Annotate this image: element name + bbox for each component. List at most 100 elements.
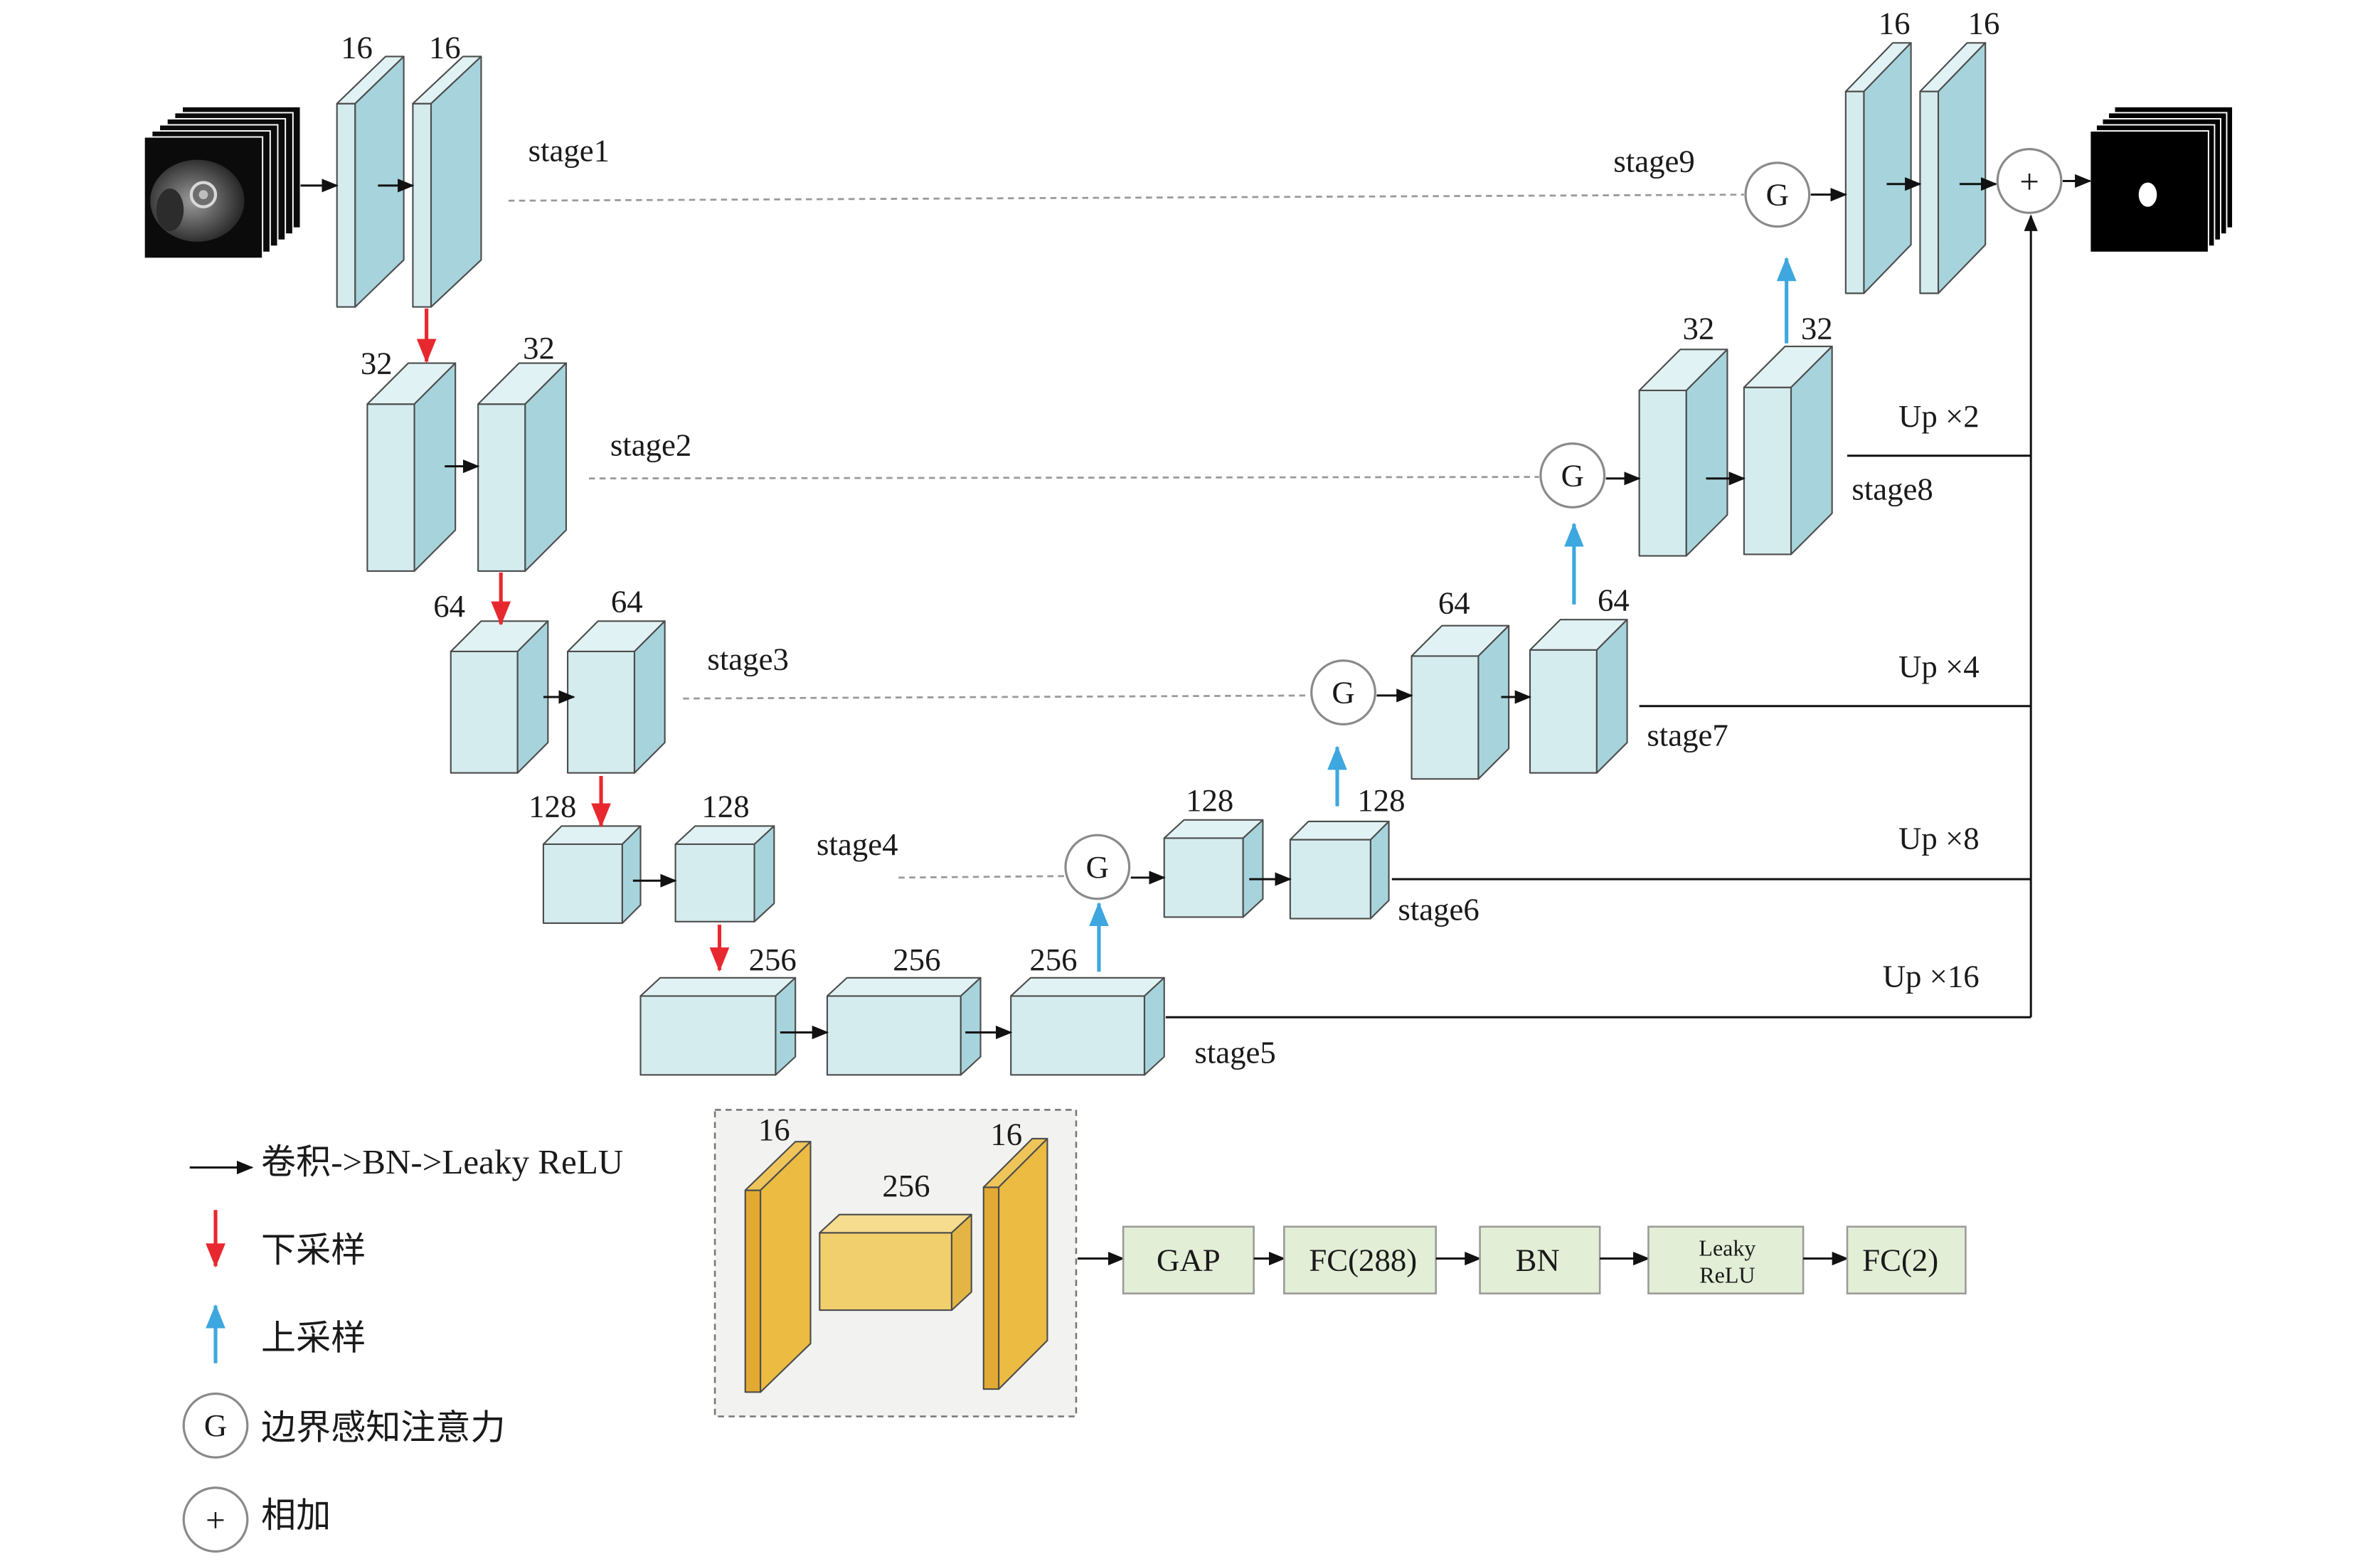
front-face bbox=[1844, 90, 1865, 294]
side-face bbox=[1937, 42, 1987, 294]
stage8-label: stage8 bbox=[1852, 472, 1933, 507]
side-face bbox=[1369, 820, 1390, 920]
side-face bbox=[753, 825, 775, 922]
front-face bbox=[1010, 995, 1146, 1076]
top-face bbox=[639, 977, 797, 997]
stage3-label: stage3 bbox=[707, 642, 788, 677]
stage9-channel-label: 16 bbox=[1968, 5, 2000, 41]
front-face bbox=[336, 102, 356, 308]
stage5-channel-label: 256 bbox=[893, 942, 940, 977]
legend-item-attention: G 边界感知注意力 bbox=[182, 1392, 506, 1459]
legend-upsample-label: 上采样 bbox=[261, 1319, 366, 1358]
side-face bbox=[633, 620, 666, 774]
side-face bbox=[950, 1213, 972, 1312]
legend-item-downsample: 下采样 bbox=[206, 1210, 366, 1270]
stage9-channel-label: 16 bbox=[1879, 5, 1911, 41]
stage7-conv-block-2 bbox=[1529, 619, 1628, 774]
side-face bbox=[354, 55, 405, 308]
classifier-channel-label: 16 bbox=[990, 1117, 1022, 1152]
feature-blocks bbox=[336, 42, 1987, 1393]
fc288-layer-label: FC(288) bbox=[1309, 1243, 1417, 1278]
upsample-arrows bbox=[1089, 257, 1797, 972]
stage2-conv-block-2 bbox=[477, 362, 568, 572]
stage8-channel-label: 32 bbox=[1801, 310, 1833, 346]
stage6-channel-label: 128 bbox=[1186, 782, 1233, 818]
stage3-conv-block-1 bbox=[450, 620, 549, 774]
stage5-conv-block-1 bbox=[639, 977, 797, 1076]
front-face bbox=[982, 1186, 1000, 1390]
stage5-conv-block-3 bbox=[1010, 977, 1165, 1076]
front-face bbox=[1743, 386, 1792, 555]
front-face bbox=[826, 995, 962, 1076]
front-face bbox=[819, 1232, 953, 1312]
add-circle-icon: + bbox=[182, 1486, 249, 1553]
fc2-layer-box: FC(2) bbox=[1846, 1225, 1967, 1294]
attention-gate-symbol: G bbox=[1561, 457, 1584, 493]
front-face bbox=[1638, 389, 1687, 557]
gap-layer-label: GAP bbox=[1157, 1243, 1221, 1278]
upsample-x8-label: Up ×8 bbox=[1898, 820, 1980, 856]
bn-layer-box: BN bbox=[1479, 1225, 1601, 1294]
front-face bbox=[1289, 839, 1372, 920]
side-face bbox=[1863, 42, 1912, 294]
front-face bbox=[674, 843, 755, 922]
attention-gate-symbol: G bbox=[1332, 675, 1354, 711]
stage3-channel-label: 64 bbox=[611, 584, 643, 619]
side-face bbox=[413, 362, 457, 572]
classifier-feature-block bbox=[819, 1213, 972, 1312]
add-symbol: + bbox=[2019, 162, 2039, 201]
front-face bbox=[1919, 90, 1940, 294]
side-face bbox=[1595, 619, 1628, 774]
legend-downsample-label: 下采样 bbox=[261, 1230, 366, 1270]
side-face bbox=[998, 1137, 1048, 1390]
stage6-label: stage6 bbox=[1398, 892, 1479, 927]
leaky-relu-label-line1: Leaky bbox=[1699, 1235, 1755, 1260]
leaky-relu-layer-box: Leaky ReLU bbox=[1647, 1225, 1805, 1294]
stage4-channel-label: 128 bbox=[701, 789, 749, 824]
attention-gate-stage7: G bbox=[1310, 659, 1376, 726]
stage6-conv-block-1 bbox=[1163, 819, 1264, 918]
stage1-conv-block-1 bbox=[336, 55, 405, 308]
stage6-conv-block-2 bbox=[1289, 820, 1390, 920]
front-face bbox=[1163, 837, 1244, 918]
legend-item-conv: 卷积->BN->Leaky ReLU bbox=[189, 1142, 623, 1181]
front-face bbox=[567, 650, 636, 774]
stage9-label: stage9 bbox=[1613, 144, 1694, 179]
conv-arrows bbox=[300, 174, 2092, 1040]
stage8-conv-block-1 bbox=[1638, 349, 1728, 557]
side-face bbox=[1790, 345, 1833, 555]
top-face bbox=[1010, 977, 1165, 997]
fc2-layer-label: FC(2) bbox=[1862, 1243, 1938, 1278]
side-face bbox=[1242, 819, 1264, 918]
attention-gate-symbol: G bbox=[1766, 177, 1789, 213]
side-face bbox=[1477, 624, 1510, 780]
stage2-label: stage2 bbox=[610, 427, 691, 463]
skip-connection-stage1-stage9 bbox=[508, 193, 1744, 202]
stage1-conv-block-2 bbox=[412, 55, 482, 308]
stage8-conv-block-2 bbox=[1743, 345, 1833, 555]
side-face bbox=[621, 825, 642, 925]
input-image-stack bbox=[143, 105, 302, 260]
stage5-label: stage5 bbox=[1194, 1034, 1275, 1070]
stage7-conv-block-1 bbox=[1411, 624, 1510, 780]
upsample-x16-label: Up ×16 bbox=[1883, 959, 1980, 994]
side-face bbox=[524, 362, 568, 572]
leaky-relu-label-line2: ReLU bbox=[1699, 1262, 1755, 1288]
side-face bbox=[516, 620, 549, 774]
classifier-branch: 16 256 16 GAP FC(288) BN Leaky ReLU FC(2… bbox=[758, 1112, 1967, 1294]
stage1-label: stage1 bbox=[528, 133, 610, 169]
stage5-conv-block-2 bbox=[826, 977, 982, 1076]
top-face bbox=[819, 1213, 972, 1234]
stage7-label: stage7 bbox=[1647, 717, 1728, 752]
upsample-x4-label: Up ×4 bbox=[1898, 649, 1980, 684]
attention-gate-stage9: G bbox=[1744, 161, 1811, 228]
stage4-channel-label: 128 bbox=[528, 789, 576, 824]
stage1-channel-label: 16 bbox=[429, 30, 461, 65]
side-face bbox=[960, 977, 982, 1076]
stage2-channel-label: 32 bbox=[523, 330, 555, 366]
stage7-channel-label: 64 bbox=[1438, 585, 1470, 621]
gap-layer-box: GAP bbox=[1122, 1225, 1255, 1294]
front-face bbox=[1529, 649, 1598, 774]
stage3-conv-block-2 bbox=[567, 620, 666, 774]
